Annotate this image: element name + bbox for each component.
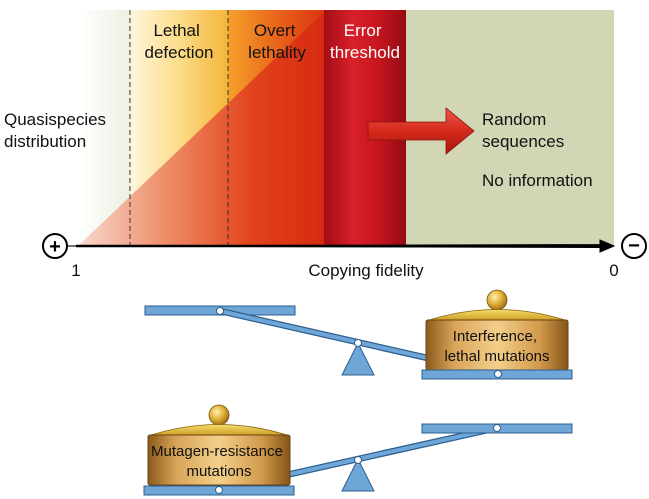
seesaw-top-fulcrum — [341, 341, 375, 376]
svg-text:−: − — [628, 235, 640, 257]
seesaw-top-left-pivot — [216, 307, 224, 315]
seesaw-top: Interference, lethal mutations — [144, 289, 573, 380]
axis-left-value: 1 — [71, 261, 80, 280]
seesaw-bottom-left-pivot — [215, 486, 223, 494]
fidelity-axis: + − 1 0 Copying fidelity — [42, 233, 647, 280]
error-threshold-label: Error threshold — [330, 21, 400, 62]
axis-right-value: 0 — [609, 261, 618, 280]
plus-symbol: + — [42, 233, 68, 259]
weight-box — [147, 434, 291, 486]
seesaw-bottom-right-pivot — [493, 424, 501, 432]
lethality-wedge — [78, 10, 326, 246]
random-sequences-label: Random sequences — [482, 110, 564, 151]
seesaw-bottom-weight-label: Mutagen-resistance mutations — [151, 443, 287, 480]
weight-knob — [486, 289, 508, 311]
quasispecies-label: Quasispecies distribution — [4, 110, 111, 151]
lethal-defection-label: Lethal defection — [145, 21, 214, 62]
seesaw-top-right-pivot — [494, 370, 502, 378]
svg-text:+: + — [49, 236, 61, 258]
axis-title: Copying fidelity — [308, 261, 424, 280]
random-sequences-arrow — [367, 107, 475, 155]
weight-knob — [208, 404, 230, 426]
seesaw-bottom-center-pivot — [354, 456, 362, 464]
seesaw-top-weight-label: Interference, lethal mutations — [444, 328, 549, 365]
seesaw-top-weight: Interference, lethal mutations — [425, 289, 569, 371]
seesaw-bottom: Mutagen-resistance mutations — [143, 404, 573, 496]
seesaw-bottom-weight: Mutagen-resistance mutations — [147, 404, 291, 486]
seesaw-bottom-fulcrum — [341, 457, 375, 492]
zone-labels: Quasispecies distribution Lethal defecti… — [4, 21, 593, 190]
overt-lethality-label: Overt lethality — [248, 21, 306, 62]
minus-symbol: − — [621, 233, 647, 259]
seesaw-top-center-pivot — [354, 339, 362, 347]
weight-lid — [425, 309, 569, 322]
fidelity-zones — [78, 10, 614, 246]
no-information-label: No information — [482, 171, 593, 190]
weight-lid — [147, 424, 291, 437]
